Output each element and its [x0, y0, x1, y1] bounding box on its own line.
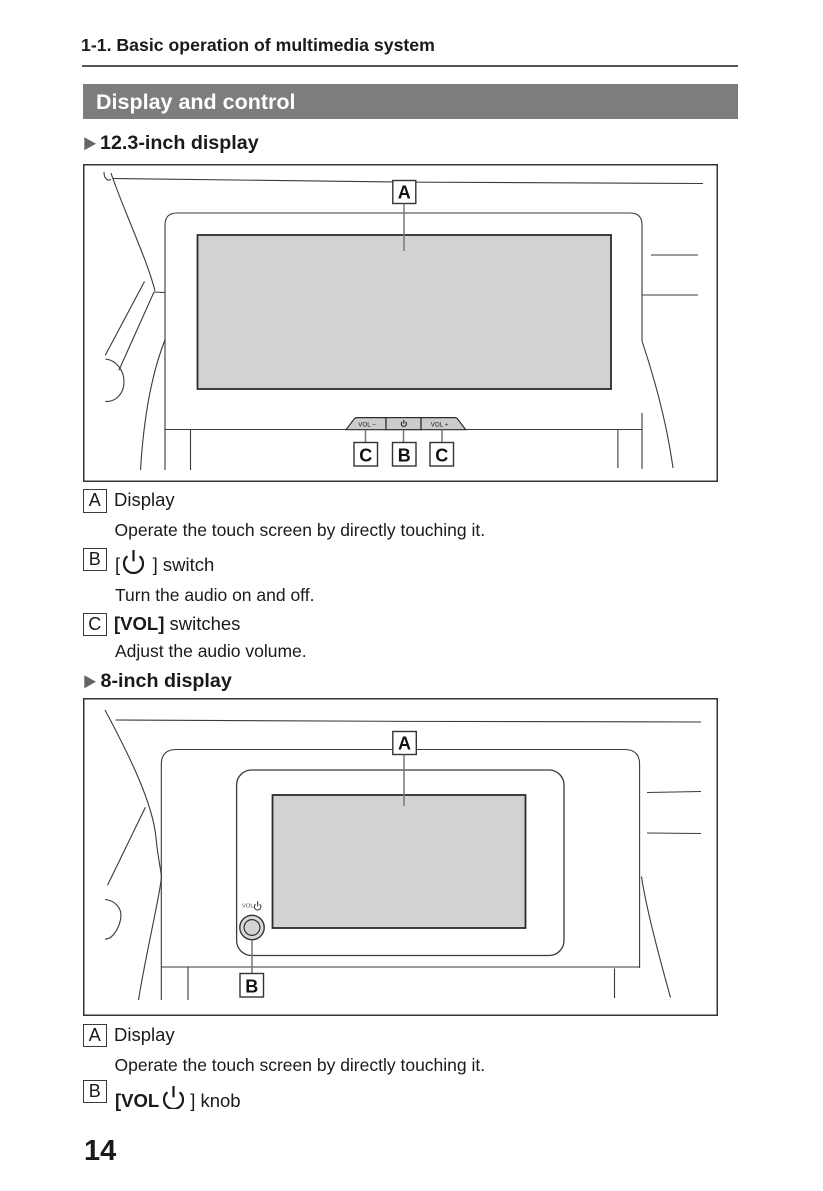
svg-text:B: B	[398, 445, 411, 465]
svg-text:VOL +: VOL +	[431, 422, 449, 429]
svg-text:VOL −: VOL −	[358, 422, 376, 429]
svg-text:C: C	[435, 445, 448, 465]
svg-text:C: C	[359, 445, 372, 465]
svg-text:VOL: VOL	[242, 904, 254, 910]
svg-text:B: B	[245, 976, 258, 996]
svg-text:A: A	[398, 734, 411, 754]
svg-text:A: A	[398, 183, 411, 203]
